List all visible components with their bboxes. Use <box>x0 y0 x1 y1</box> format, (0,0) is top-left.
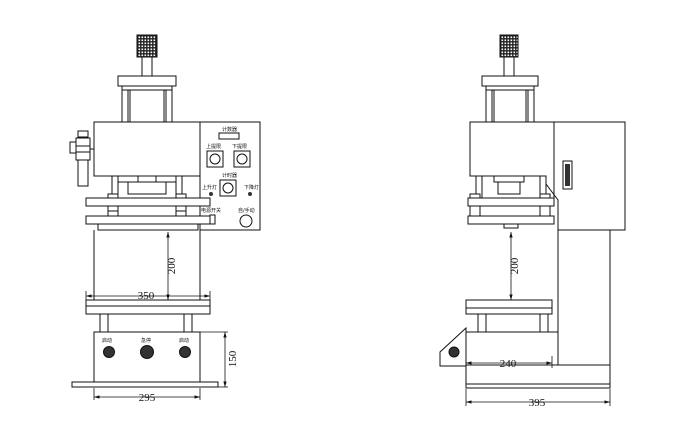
up-limit-label: 上提限 <box>206 143 221 150</box>
side-stroke-dim: 200 <box>509 257 521 274</box>
side-knurled-knob <box>499 34 519 58</box>
auto-manual-label: 自/手动 <box>238 207 255 214</box>
counter-label: 计数器 <box>222 126 237 133</box>
timer-knob-icon <box>222 182 234 194</box>
timer-label: 计时器 <box>222 172 237 179</box>
up-lamp-icon <box>209 192 213 196</box>
head-body <box>93 121 201 177</box>
power-switch-label: 电源开关 <box>201 207 221 214</box>
front-base-height-dim: 150 <box>227 350 239 367</box>
front-width-dim: 350 <box>138 290 155 302</box>
side-table-depth-dim: 240 <box>500 358 517 370</box>
power-switch-icon <box>209 214 216 225</box>
front-stroke-dim: 200 <box>166 257 178 274</box>
cylinder-cap <box>117 75 177 87</box>
up-lamp-label: 上升灯 <box>202 184 217 191</box>
control-panel <box>199 121 261 231</box>
auto-manual-knob-icon <box>239 214 253 228</box>
down-limit-knob-icon <box>236 153 248 165</box>
front-view: 启动 急停 启动 计数器 上提限 下提限 计时器 上升灯 下降灯 电源开关 自/… <box>69 34 261 404</box>
side-overall-depth-dim: 395 <box>529 397 546 409</box>
side-view: 200 240 395 <box>439 34 626 409</box>
emergency-stop-icon <box>140 345 154 359</box>
counter-display <box>218 132 240 140</box>
air-regulator <box>69 130 94 187</box>
start-right-label: 启动 <box>179 337 189 344</box>
start-button-right-icon <box>179 346 191 358</box>
down-lamp-label: 下降灯 <box>244 184 259 191</box>
side-button-icon <box>448 346 460 358</box>
down-limit-label: 下提限 <box>232 143 247 150</box>
up-limit-knob-icon <box>209 153 221 165</box>
emergency-label: 急停 <box>141 337 151 344</box>
knurled-knob <box>136 34 158 58</box>
side-work-table <box>465 299 553 309</box>
start-left-label: 启动 <box>102 337 112 344</box>
down-lamp-icon <box>248 192 252 196</box>
upper-plate <box>85 197 211 207</box>
front-base-width-dim: 295 <box>139 392 156 404</box>
start-button-left-icon <box>103 346 115 358</box>
